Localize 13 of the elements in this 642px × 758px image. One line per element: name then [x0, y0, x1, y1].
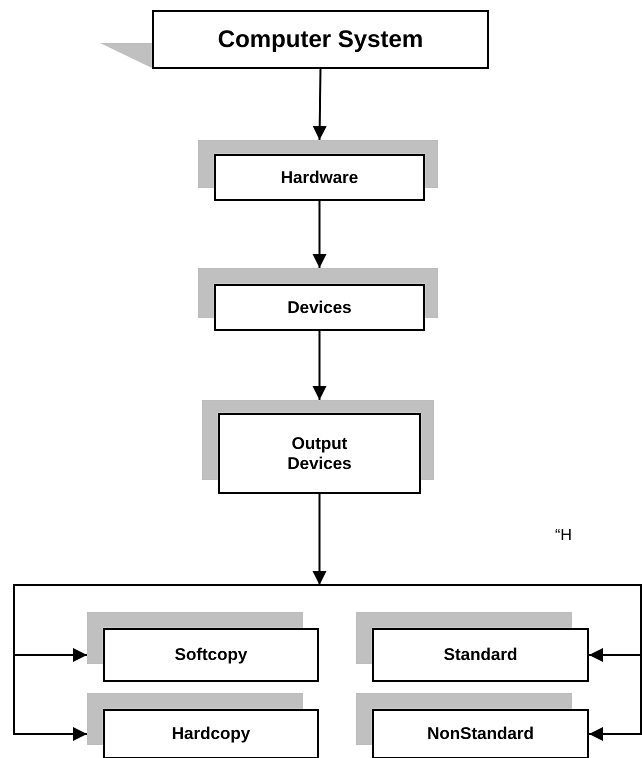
box-label: NonStandard [426, 724, 535, 744]
box-label: Devices [286, 298, 353, 318]
box-label: Output Devices [286, 434, 353, 474]
box-label: Hardware [280, 168, 360, 188]
text-fragment: “H [555, 527, 572, 545]
arrow [312, 494, 326, 585]
arrow [312, 201, 326, 268]
arrow [312, 68, 327, 140]
box-label: Hardcopy [170, 724, 252, 744]
arrow [312, 331, 326, 400]
box-label: Computer System [216, 26, 424, 53]
box-label: Standard [442, 645, 518, 665]
box-label: Softcopy [174, 645, 248, 665]
